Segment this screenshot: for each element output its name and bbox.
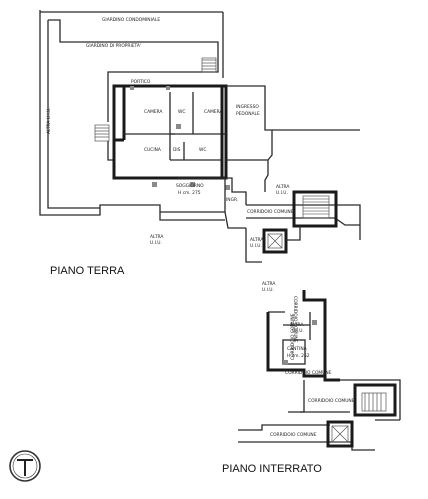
ground-floor-plan — [39, 10, 361, 263]
label-camera-2: CAMERA — [204, 109, 223, 115]
label-altra-uiu-left: ALTRA U.I.U. — [46, 107, 52, 134]
labels: GIARDINO CONDOMINIALE GIARDINO DI PROPRI… — [46, 17, 355, 475]
garden-inner-top — [48, 19, 219, 62]
title-piano-terra: PIANO TERRA — [50, 265, 125, 277]
label-h-cm-terra: H cm. 275 — [178, 190, 201, 196]
label-pedonale: PEDONALE — [236, 111, 260, 117]
label-wc-2: WC — [199, 147, 206, 153]
basement-elevator — [326, 420, 354, 448]
label-corridoio-terra: CORRIDOIO COMUNE — [247, 209, 294, 215]
logo-seal — [9, 450, 41, 482]
label-cantina: CANTINA — [287, 346, 307, 352]
label-altra-stair-2: U.I.U. — [250, 243, 262, 249]
label-ingr: INGR. — [226, 197, 238, 203]
title-piano-interrato: PIANO INTERRATO — [222, 463, 322, 475]
label-giardino-condominiale: GIARDINO CONDOMINIALE — [102, 17, 160, 23]
label-corridoio-v-left: CORRIDOIO COMUNE — [290, 313, 296, 360]
label-altra-bottom-1: ALTRA — [150, 234, 163, 240]
portico-line — [107, 62, 219, 122]
cantina-room — [282, 339, 306, 365]
label-corridoio-b2: CORRIDOIO COMUNE — [308, 398, 355, 404]
label-giardino-proprieta: GIARDINO DI PROPRIETA' — [86, 43, 141, 49]
label-portico: PORTICO — [131, 79, 151, 85]
label-corridoio-b1: CORRIDOIO COMUNE — [285, 370, 332, 376]
label-wc-1: WC — [178, 109, 185, 115]
label-cucina: CUCINA — [144, 147, 161, 153]
top-stair — [201, 57, 217, 73]
ground-elevator — [262, 228, 288, 254]
label-camera-1: CAMERA — [144, 109, 163, 115]
label-altra-b-2: U.I.U. — [292, 328, 304, 334]
label-altra-right-1: ALTRA — [276, 184, 289, 190]
garden-inner-boundary — [47, 20, 100, 209]
label-ingresso: INGRESSO — [236, 104, 259, 110]
left-stair — [94, 124, 110, 142]
label-corridoio-b3: CORRIDOIO COMUNE — [270, 432, 317, 438]
label-soggiorno: SOGGIORNO — [176, 183, 204, 189]
ground-stair-block — [292, 190, 338, 228]
label-corridoio-v-right: CORRIDOIO COMUNE — [292, 296, 298, 343]
label-h-cm-cantina: H cm. 252 — [287, 353, 310, 359]
label-altra-b-top-1: ALTRA — [262, 281, 275, 287]
label-altra-b-1: ALTRA — [290, 322, 303, 328]
label-altra-stair-1: ALTRA — [250, 237, 263, 243]
label-dis: DIS — [173, 147, 181, 153]
label-altra-bottom-2: U.I.U. — [150, 240, 162, 246]
basement-floor-plan — [238, 290, 401, 451]
label-altra-right-2: U.I.U. — [276, 190, 288, 196]
label-altra-b-top-2: U.I.U. — [262, 287, 274, 293]
basement-stair — [353, 383, 397, 417]
